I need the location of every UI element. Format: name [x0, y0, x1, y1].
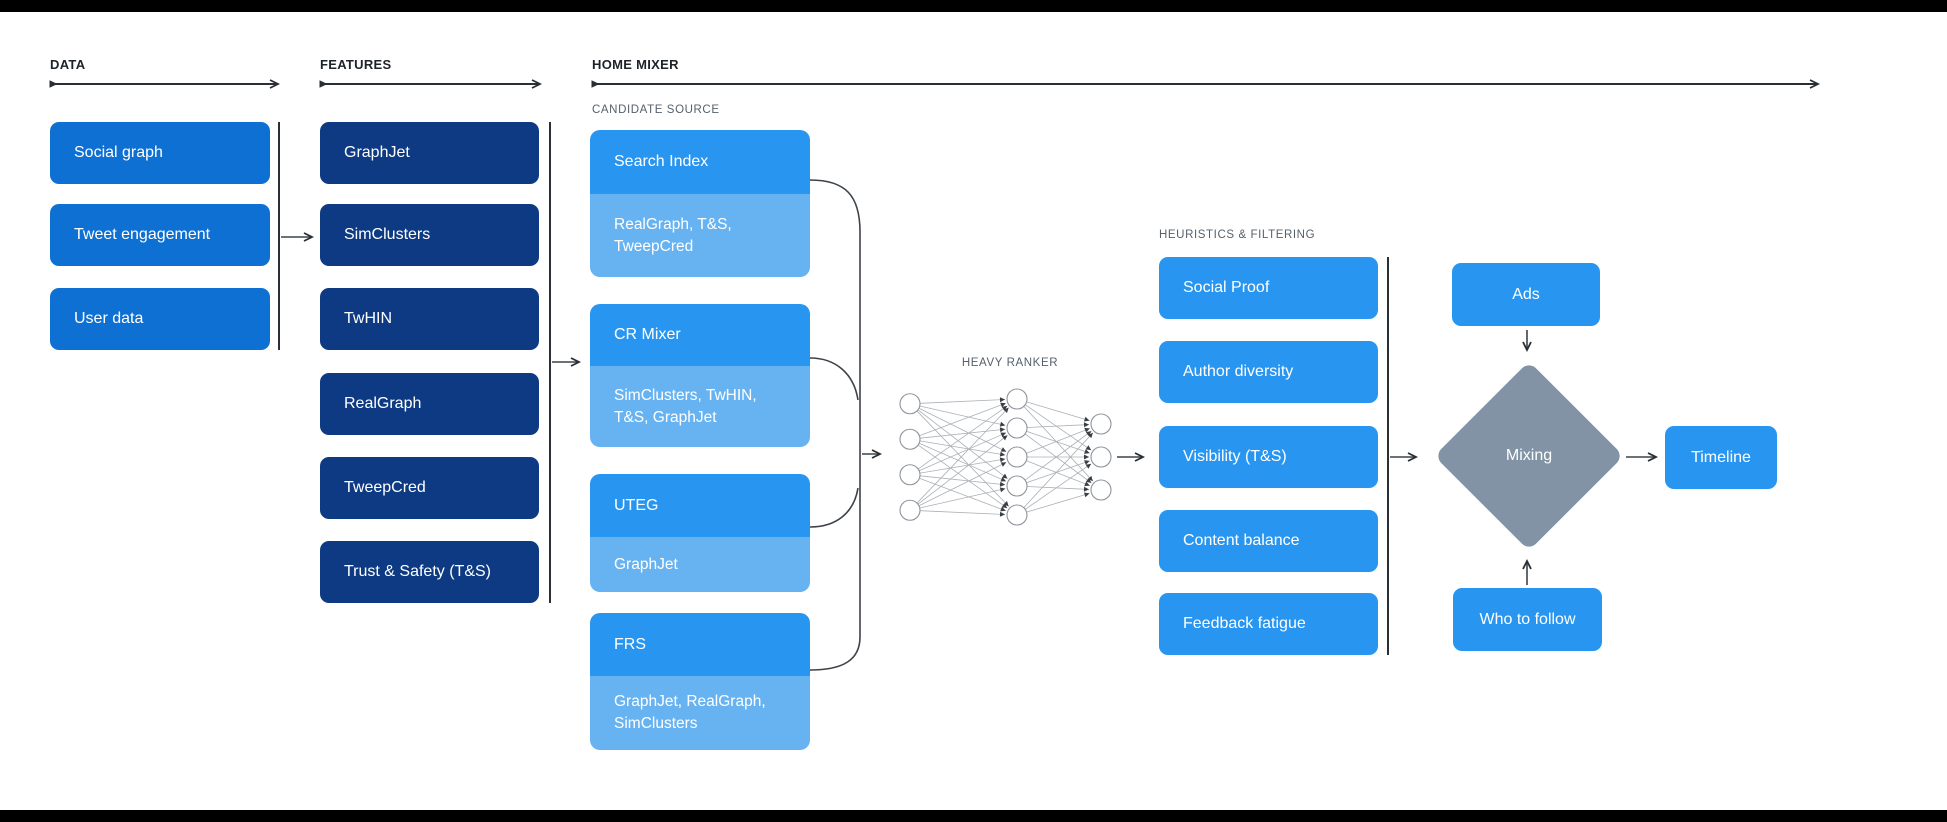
section-header-home-mixer: HOME MIXER: [592, 57, 679, 72]
nn-node: [1006, 388, 1028, 410]
node-who-to-follow: Who to follow: [1453, 588, 1602, 651]
card-frs-title: FRS: [590, 613, 810, 676]
node-social-graph: Social graph: [50, 122, 270, 184]
nn-node: [1006, 475, 1028, 497]
nn-node: [1006, 446, 1028, 468]
nn-node: [899, 393, 921, 415]
node-realgraph: RealGraph: [320, 373, 539, 435]
nn-edges: [916, 397, 1094, 517]
letterbox-bottom: [0, 810, 1947, 822]
node-social-proof: Social Proof: [1159, 257, 1378, 319]
section-header-data: DATA: [50, 57, 86, 72]
label-heuristics-filtering: HEURISTICS & FILTERING: [1159, 229, 1316, 241]
nn-node: [899, 464, 921, 486]
heavy-ranker-network-graphic: [899, 388, 1112, 526]
node-timeline: Timeline: [1665, 426, 1777, 489]
nn-node: [1006, 417, 1028, 439]
node-tweet-engagement: Tweet engagement: [50, 204, 270, 266]
node-ads: Ads: [1452, 263, 1600, 326]
node-content-balance: Content balance: [1159, 510, 1378, 572]
card-uteg: UTEG GraphJet: [590, 474, 810, 592]
node-author-diversity: Author diversity: [1159, 341, 1378, 403]
card-cr-mixer-sources: SimClusters, TwHIN, T&S, GraphJet: [590, 366, 810, 447]
card-uteg-title: UTEG: [590, 474, 810, 537]
nn-node: [1090, 446, 1112, 468]
nn-node: [899, 428, 921, 450]
nn-node: [1006, 504, 1028, 526]
card-search-index-sources: RealGraph, T&S, TweepCred: [590, 194, 810, 277]
node-visibility-ts: Visibility (T&S): [1159, 426, 1378, 488]
nn-node: [1090, 479, 1112, 501]
card-search-index: Search Index RealGraph, T&S, TweepCred: [590, 130, 810, 277]
node-graphjet: GraphJet: [320, 122, 539, 184]
card-uteg-sources: GraphJet: [590, 537, 810, 592]
card-search-index-title: Search Index: [590, 130, 810, 194]
letterbox-top: [0, 0, 1947, 12]
node-user-data: User data: [50, 288, 270, 350]
candidate-merge-uteg: [809, 487, 859, 528]
candidate-merge-cr-mixer: [809, 357, 859, 401]
card-cr-mixer-title: CR Mixer: [590, 304, 810, 366]
node-twhin: TwHIN: [320, 288, 539, 350]
node-simclusters: SimClusters: [320, 204, 539, 266]
section-header-features: FEATURES: [320, 57, 392, 72]
node-feedback-fatigue: Feedback fatigue: [1159, 593, 1378, 655]
card-frs-sources: GraphJet, RealGraph, SimClusters: [590, 676, 810, 750]
card-frs: FRS GraphJet, RealGraph, SimClusters: [590, 613, 810, 750]
node-trust-safety: Trust & Safety (T&S): [320, 541, 539, 603]
node-tweepcred: TweepCred: [320, 457, 539, 519]
nn-node: [1090, 413, 1112, 435]
node-mixing-label: Mixing: [1505, 447, 1553, 464]
candidate-merge-spine: [809, 179, 861, 671]
nn-node: [899, 499, 921, 521]
card-cr-mixer: CR Mixer SimClusters, TwHIN, T&S, GraphJ…: [590, 304, 810, 447]
label-candidate-source: CANDIDATE SOURCE: [592, 104, 720, 116]
label-heavy-ranker: HEAVY RANKER: [961, 357, 1059, 369]
nn-nodes: [899, 388, 1112, 526]
